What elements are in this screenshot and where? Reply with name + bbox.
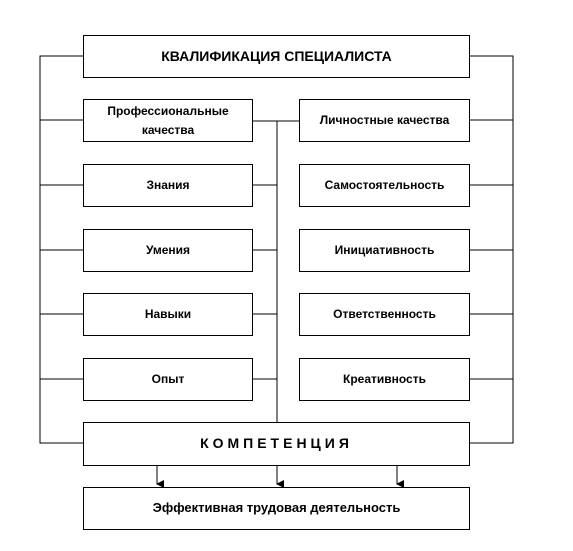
left-item-box: Навыки (83, 293, 253, 336)
right-item-box: Креативность (299, 358, 470, 401)
qualification-title: КВАЛИФИКАЦИЯ СПЕЦИАЛИСТА (161, 47, 392, 64)
right-item-box: Инициативность (299, 229, 470, 272)
habits-label: Навыки (144, 307, 192, 322)
left-item-box: Умения (83, 229, 253, 272)
personal-qualities-box: Личностные качества (299, 99, 470, 142)
independence-label: Самостоятельность (324, 178, 445, 193)
left-item-box: Опыт (83, 358, 253, 401)
skills-label: Умения (145, 243, 191, 258)
personal-qualities-label: Личностные качества (319, 113, 450, 128)
initiative-label: Инициативность (334, 243, 435, 258)
experience-label: Опыт (151, 372, 185, 387)
result-label: Эффективная трудовая деятельность (152, 500, 401, 516)
responsibility-label: Ответственность (333, 307, 436, 322)
qualification-title-box: КВАЛИФИКАЦИЯ СПЕЦИАЛИСТА (83, 35, 470, 78)
result-box: Эффективная трудовая деятельность (83, 487, 470, 530)
left-item-box: Знания (83, 164, 253, 207)
competence-label: КОМПЕТЕНЦИЯ (200, 435, 353, 452)
knowledge-label: Знания (146, 178, 190, 193)
right-item-box: Самостоятельность (299, 164, 470, 207)
creativity-label: Креативность (343, 372, 426, 387)
right-item-box: Ответственность (299, 293, 470, 336)
competence-box: КОМПЕТЕНЦИЯ (83, 422, 470, 466)
professional-qualities-label: Профессиональные качества (107, 103, 229, 137)
professional-qualities-box: Профессиональные качества (83, 99, 253, 142)
